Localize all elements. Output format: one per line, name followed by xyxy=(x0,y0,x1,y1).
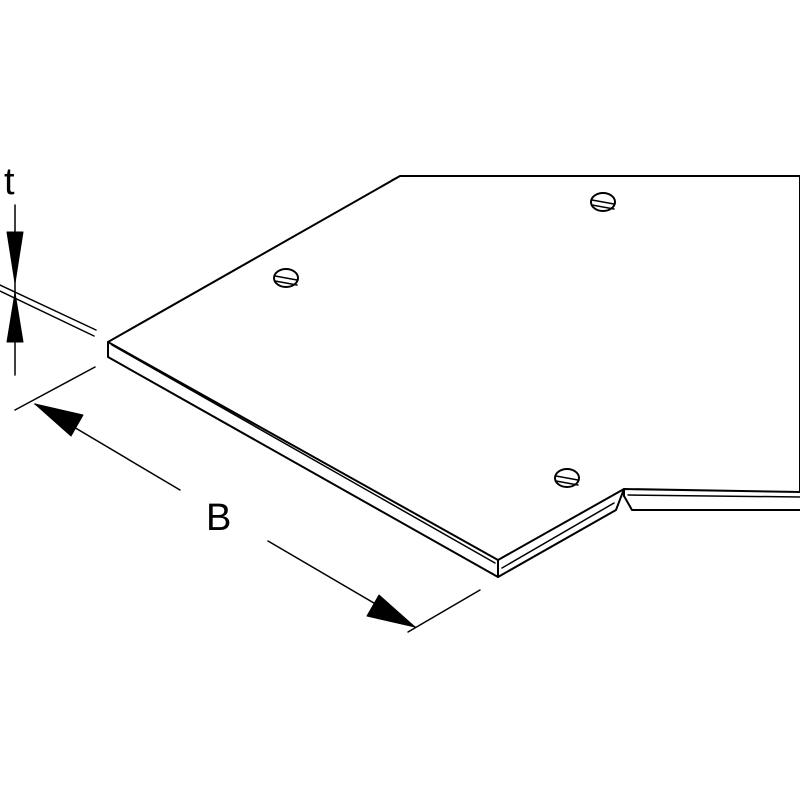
thickness-label: t xyxy=(4,161,15,203)
right-flange xyxy=(623,495,800,511)
screw-left xyxy=(273,268,299,288)
thickness-arrow-top xyxy=(6,231,24,284)
left-lip-inner-edge xyxy=(111,344,496,564)
width-arrow-left xyxy=(34,403,84,437)
front-flange xyxy=(497,488,625,578)
front-flange-inner-edge xyxy=(501,502,615,569)
screw-bottom xyxy=(554,468,580,488)
width-extension-right xyxy=(407,589,481,633)
thickness-arrow-bottom xyxy=(6,292,24,343)
right-flange-inner-edge xyxy=(627,494,800,498)
width-arrow-right xyxy=(366,594,416,628)
left-lip xyxy=(107,341,499,578)
width-extension-left xyxy=(14,366,96,411)
width-label: B xyxy=(206,497,231,539)
screw-top-right xyxy=(590,192,616,212)
back-corner-edge xyxy=(391,175,401,181)
width-dimension: B xyxy=(14,366,481,633)
thickness-dimension: t xyxy=(4,161,24,376)
